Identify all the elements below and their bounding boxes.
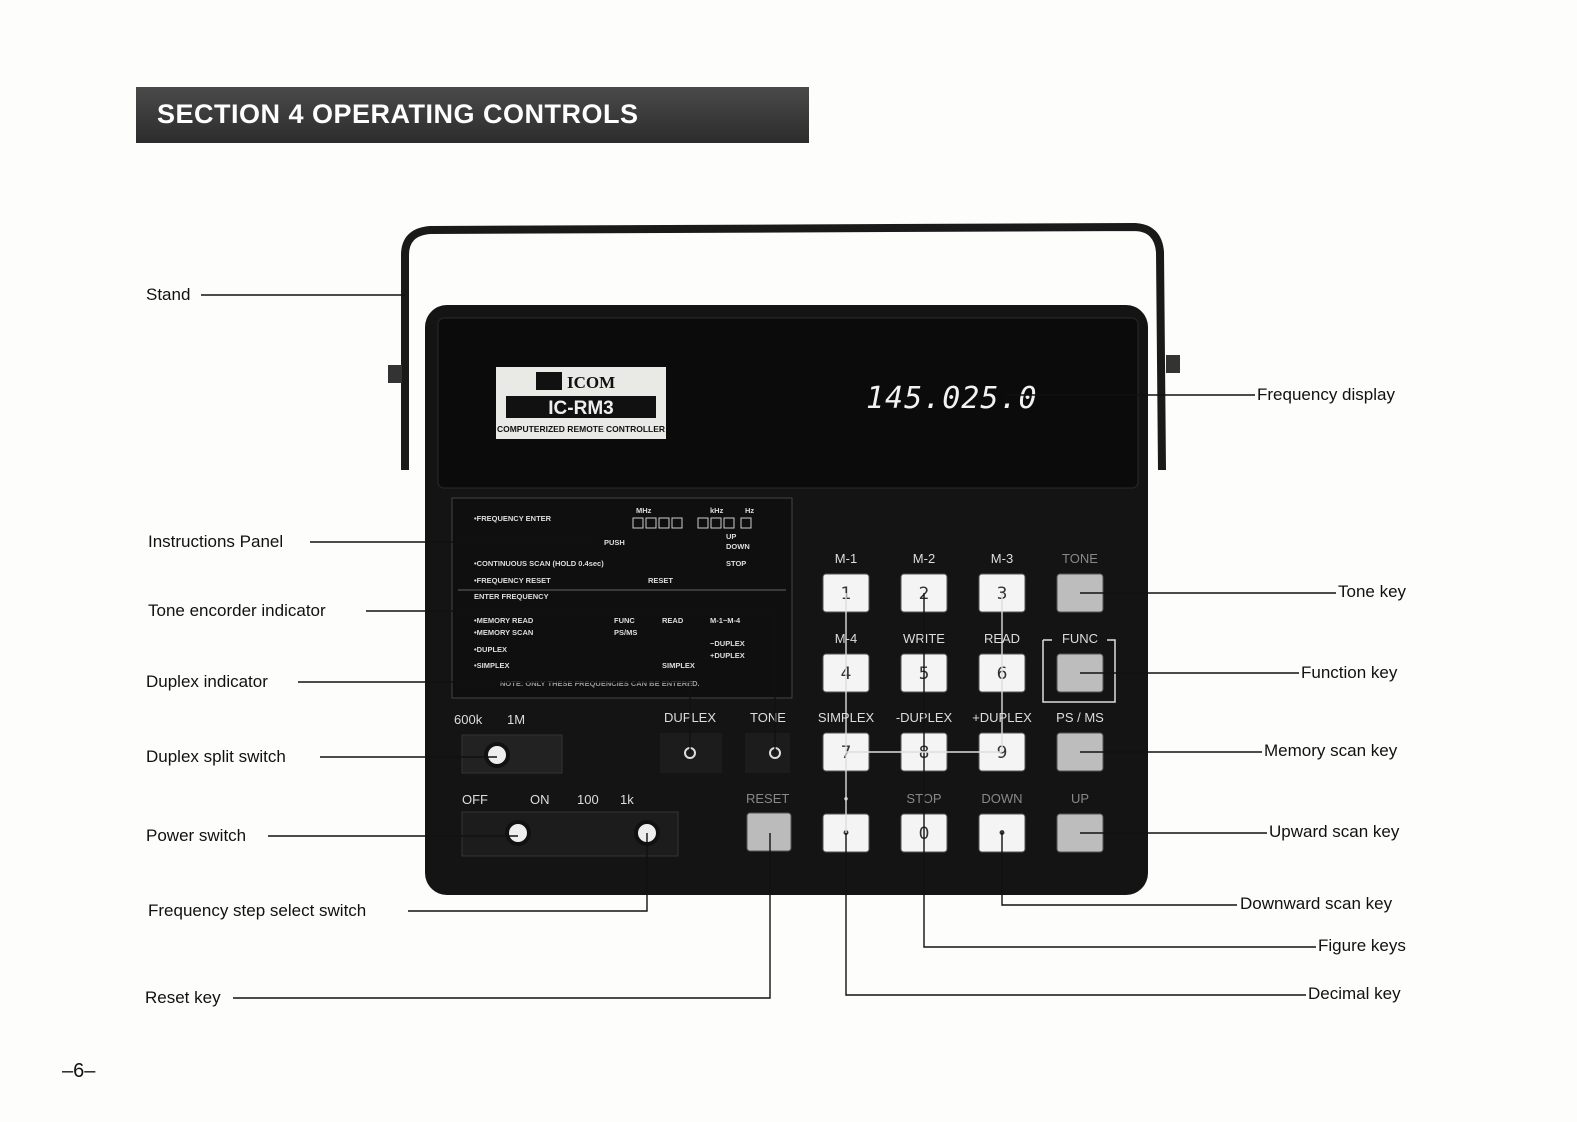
svg-text:MHz: MHz: [636, 506, 652, 515]
svg-text:READ: READ: [662, 616, 684, 625]
svg-text:TONE: TONE: [750, 710, 786, 725]
svg-text:SIMPLEX: SIMPLEX: [662, 661, 695, 670]
frequency-display: 145.025.0: [866, 381, 1038, 416]
svg-text:1M: 1M: [507, 712, 525, 727]
callout-reset-key: Reset key: [145, 988, 221, 1008]
brand-text: ICOM: [567, 373, 615, 392]
key-label-3-3: UP: [1071, 791, 1089, 806]
duplex-split-switch-body: [462, 735, 562, 773]
callout-tone-key: Tone key: [1338, 582, 1406, 602]
svg-text:kHz: kHz: [710, 506, 724, 515]
svg-text:•MEMORY READ: •MEMORY READ: [474, 616, 534, 625]
key-label-1-3: FUNC: [1062, 631, 1098, 646]
callout-power-switch: Power switch: [146, 826, 246, 846]
callout-downward-scan-key: Downward scan key: [1240, 894, 1392, 914]
svg-text:100: 100: [577, 792, 599, 807]
svg-text:OFF: OFF: [462, 792, 488, 807]
callout-tone-indicator: Tone encorder indicator: [148, 601, 326, 621]
svg-text:UP: UP: [726, 532, 736, 541]
svg-text:•CONTINUOUS SCAN (HOLD 0.4sec): •CONTINUOUS SCAN (HOLD 0.4sec): [474, 559, 604, 568]
power-switch-knob: [507, 822, 529, 844]
stand-hinge-left: [388, 365, 402, 383]
callout-stand: Stand: [146, 285, 190, 305]
callout-frequency-display: Frequency display: [1257, 385, 1395, 405]
callout-duplex-indicator: Duplex indicator: [146, 672, 268, 692]
svg-text:•FREQUENCY RESET: •FREQUENCY RESET: [474, 576, 551, 585]
callout-function-key: Function key: [1301, 663, 1397, 683]
svg-text:RESET: RESET: [746, 791, 789, 806]
svg-text:RESET: RESET: [648, 576, 673, 585]
stand-hinge-right: [1166, 355, 1180, 373]
svg-text:NOTE: ONLY THESE FREQUENCIES C: NOTE: ONLY THESE FREQUENCIES CAN BE ENTE…: [500, 679, 700, 688]
svg-text:600k: 600k: [454, 712, 483, 727]
svg-text:STOP: STOP: [726, 559, 746, 568]
key-label-2-3: PS / MS: [1056, 710, 1104, 725]
key-label-0-2: M-3: [991, 551, 1013, 566]
svg-text:•SIMPLEX: •SIMPLEX: [474, 661, 510, 670]
svg-text:+DUPLEX: +DUPLEX: [710, 651, 745, 660]
svg-text:•FREQUENCY ENTER: •FREQUENCY ENTER: [474, 514, 552, 523]
callout-frequency-step-switch: Frequency step select switch: [148, 901, 366, 921]
key-label-0-0: M-1: [835, 551, 857, 566]
tone-indicator-window: [745, 733, 790, 773]
key-label-0-1: M-2: [913, 551, 935, 566]
svg-text:ON: ON: [530, 792, 550, 807]
svg-text:M-1~M-4: M-1~M-4: [710, 616, 741, 625]
duplex-indicator-window: [660, 733, 722, 773]
svg-text:•DUPLEX: •DUPLEX: [474, 645, 507, 654]
duplex-split-switch-knob: [486, 744, 508, 766]
svg-text:ENTER FREQUENCY: ENTER FREQUENCY: [474, 592, 549, 601]
svg-text:Hz: Hz: [745, 506, 754, 515]
svg-text:PUSH: PUSH: [604, 538, 625, 547]
callout-instructions-panel: Instructions Panel: [148, 532, 283, 552]
svg-text:−DUPLEX: −DUPLEX: [710, 639, 745, 648]
callout-upward-scan-key: Upward scan key: [1269, 822, 1399, 842]
svg-text:FUNC: FUNC: [614, 616, 635, 625]
svg-text:DOWN: DOWN: [726, 542, 750, 551]
svg-text:•MEMORY SCAN: •MEMORY SCAN: [474, 628, 533, 637]
callout-duplex-split-switch: Duplex split switch: [146, 747, 286, 767]
page-number: –6–: [62, 1060, 95, 1083]
callout-decimal-key: Decimal key: [1308, 984, 1401, 1004]
svg-text:PS/MS: PS/MS: [614, 628, 637, 637]
reset-key: [747, 813, 791, 851]
model-text: IC-RM3: [548, 398, 613, 419]
callout-memory-scan-key: Memory scan key: [1264, 741, 1397, 761]
svg-text:1k: 1k: [620, 792, 634, 807]
key-label-3-2: DOWN: [981, 791, 1022, 806]
key-label-0-3: TONE: [1062, 551, 1098, 566]
model-subtitle: COMPUTERIZED REMOTE CONTROLLER: [497, 424, 665, 434]
callout-figure-keys: Figure keys: [1318, 936, 1406, 956]
